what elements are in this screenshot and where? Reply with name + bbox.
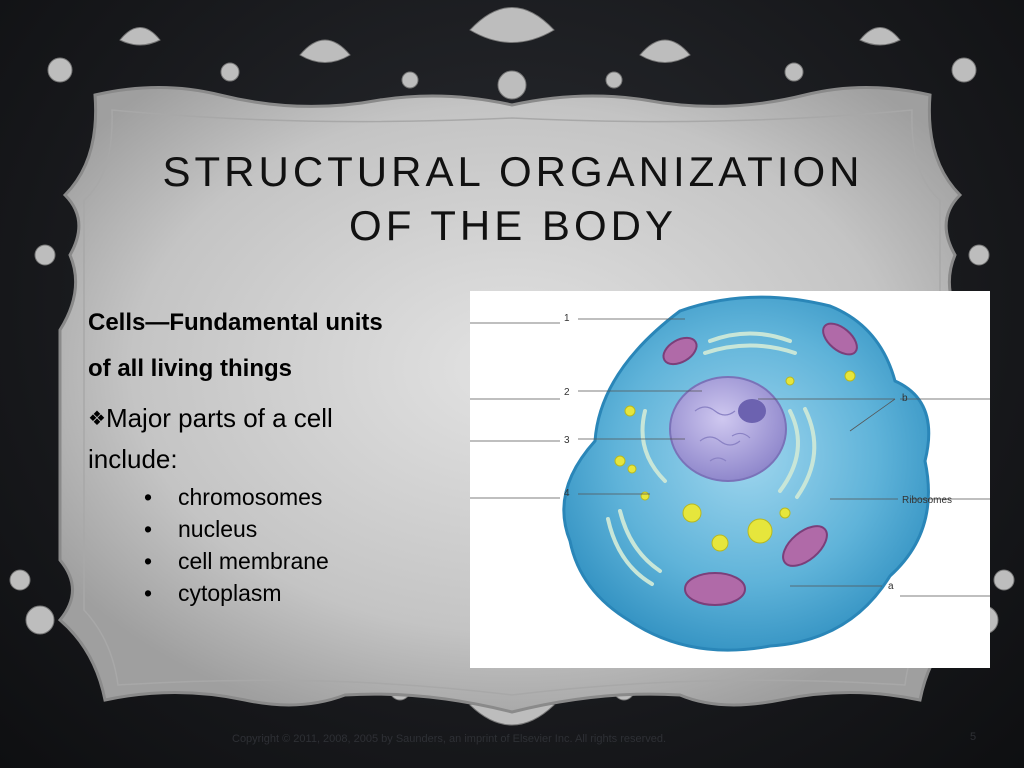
nucleolus [738, 399, 766, 423]
sub-line-1: Major parts of a cell [105, 403, 333, 433]
side-ornaments [34, 244, 990, 266]
endoplasmic-reticulum [606, 331, 817, 586]
title-line-2: OF THE BODY [349, 202, 677, 249]
page-number: 5 [970, 731, 977, 743]
list-item: nucleus [144, 513, 468, 545]
chromatin [694, 406, 751, 462]
label-1: 1 [564, 313, 570, 324]
list-item: cell membrane [144, 545, 468, 577]
label-4: 4 [564, 488, 570, 499]
list-item: cytoplasm [144, 577, 468, 609]
nucleus [669, 376, 787, 482]
diamond-bullet-icon: ❖ [88, 408, 106, 430]
heading-line-2: of all living things [88, 355, 292, 382]
label-ribosomes: Ribosomes [902, 495, 952, 506]
label-b: b [902, 393, 908, 404]
sub-line-2: include: [88, 444, 178, 474]
cell-illustration: 1 2 3 4 b Ribosomes a [470, 295, 990, 652]
cell-parts-list: chromosomes nucleus cell membrane cytopl… [88, 481, 468, 609]
sub-bullet: ❖Major parts of a cell include: [88, 398, 468, 479]
leader-lines [470, 318, 990, 597]
heading-line-1: Cells—Fundamental units [88, 309, 383, 336]
vesicles [614, 370, 856, 552]
mitochondria [662, 322, 858, 606]
label-a: a [888, 581, 894, 592]
label-3: 3 [564, 435, 570, 446]
cell-diagram: 1 2 3 4 b Ribosomes a [470, 291, 990, 668]
section-heading: Cells—Fundamental units of all living th… [88, 300, 468, 392]
label-2: 2 [564, 387, 570, 398]
copyright-footer: Copyright © 2011, 2008, 2005 by Saunders… [232, 733, 667, 745]
list-item: chromosomes [144, 481, 468, 513]
slide-body: Cells—Fundamental units of all living th… [88, 300, 468, 609]
top-ornament [47, 7, 977, 100]
title-line-1: STRUCTURAL ORGANIZATION [162, 148, 864, 195]
slide-title: STRUCTURAL ORGANIZATION OF THE BODY [90, 145, 936, 253]
